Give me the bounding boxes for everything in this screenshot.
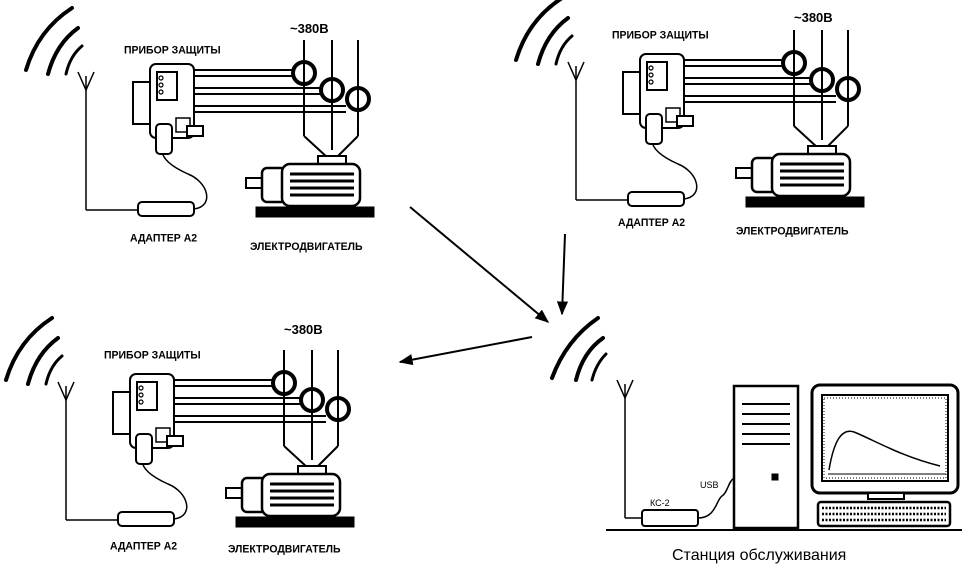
pc-tower-icon bbox=[732, 384, 800, 530]
adapter-label: АДАПТЕР А2 bbox=[618, 217, 685, 229]
receiver-ks2 bbox=[641, 509, 699, 527]
voltage-label: ~380В bbox=[794, 10, 833, 25]
service-station: КС-2 USB Станция обслуживания bbox=[550, 316, 962, 564]
station-caption: Станция обслуживания bbox=[672, 547, 846, 564]
usb-label: USB bbox=[700, 480, 719, 490]
device-label: ПРИБОР ЗАЩИТЫ bbox=[104, 349, 201, 361]
motor-label: ЭЛЕКТРОДВИГАТЕЛЬ bbox=[250, 241, 363, 253]
voltage-label: ~380В bbox=[284, 322, 323, 337]
field-unit-1: ПРИБОР ЗАЩИТЫ ~380В АДАПТЕР А2 ЭЛЕКТРОДВ… bbox=[24, 6, 376, 253]
antenna-icon bbox=[616, 379, 642, 519]
device-label: ПРИБОР ЗАЩИТЫ bbox=[124, 44, 221, 56]
voltage-label: ~380В bbox=[290, 21, 329, 36]
adapter-label: АДАПТЕР А2 bbox=[110, 540, 177, 552]
receiver-label: КС-2 bbox=[650, 498, 670, 508]
motor-label: ЭЛЕКТРОДВИГАТЕЛЬ bbox=[736, 225, 849, 237]
radio-waves-icon bbox=[550, 316, 608, 382]
device-label: ПРИБОР ЗАЩИТЫ bbox=[612, 29, 709, 41]
monitor-icon bbox=[810, 383, 960, 500]
keyboard-icon bbox=[816, 500, 952, 528]
arrow-icon bbox=[398, 206, 569, 366]
motor-label: ЭЛЕКТРОДВИГАТЕЛЬ bbox=[228, 543, 341, 555]
field-unit-3: ПРИБОР ЗАЩИТЫ ~380В АДАПТЕР А2 ЭЛЕКТРОДВ… bbox=[4, 316, 356, 556]
adapter-label: АДАПТЕР А2 bbox=[130, 232, 197, 244]
field-unit-2: ПРИБОР ЗАЩИТЫ ~380В АДАПТЕР А2 ЭЛЕКТРОДВ… bbox=[514, 0, 866, 238]
